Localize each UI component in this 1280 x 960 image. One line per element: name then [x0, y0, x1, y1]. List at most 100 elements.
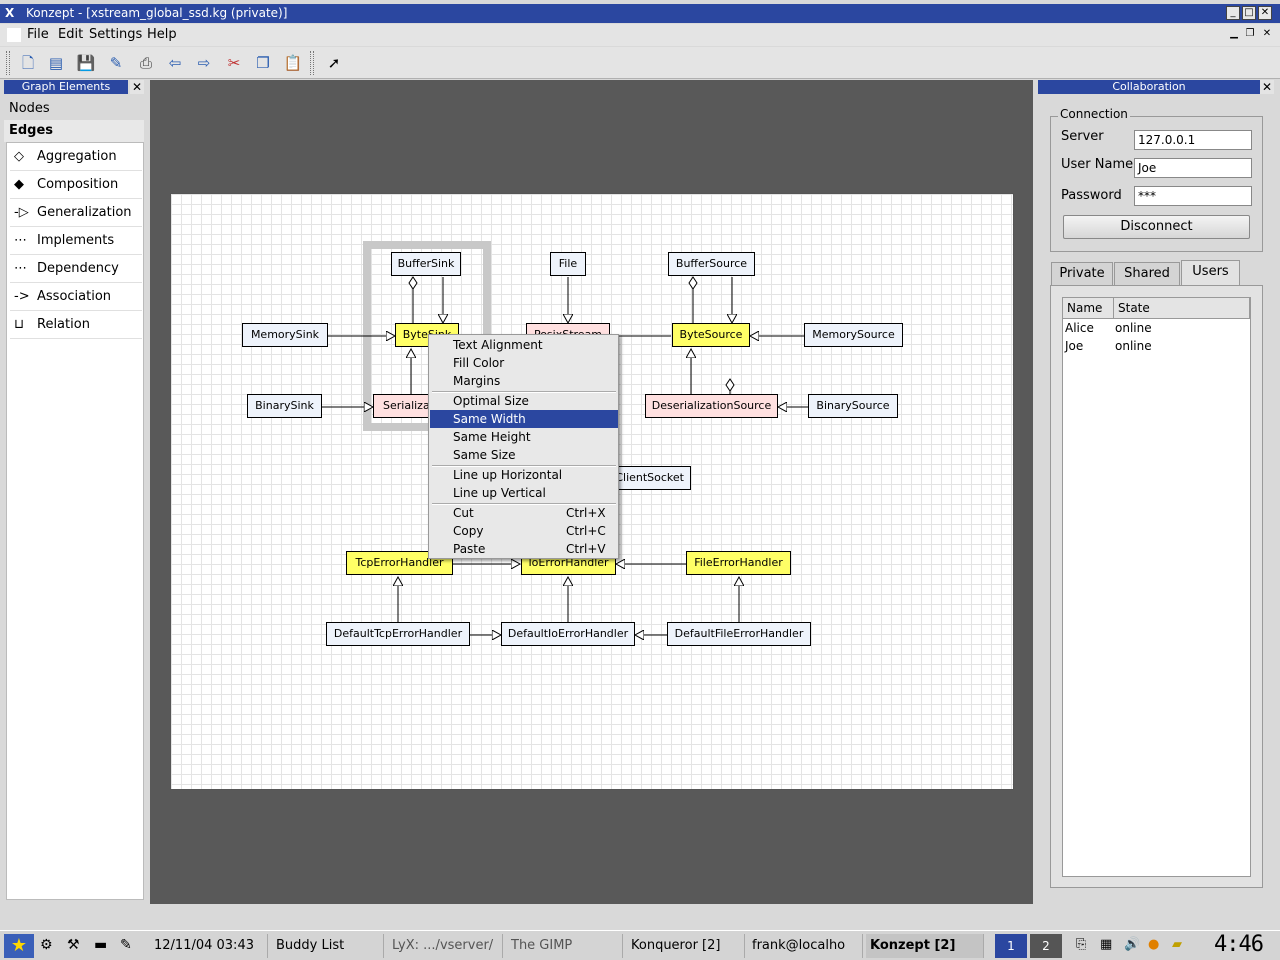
context-menu: Text Alignment Fill Color Margins Optima… — [428, 334, 619, 559]
menu-same-width[interactable]: Same Width — [430, 410, 618, 428]
menu-settings[interactable]: Settings — [89, 27, 143, 42]
node-defaulttcperrorhandler[interactable]: DefaultTcpErrorHandler — [326, 622, 470, 646]
battery-icon[interactable]: ▰ — [1172, 937, 1182, 952]
collaboration-panel: Collaboration ✕ — [1038, 80, 1274, 906]
task-item[interactable]: 12/11/04 03:43 — [150, 934, 268, 958]
edge-item-generalization[interactable]: -▷Generalization — [10, 199, 142, 227]
node-serialization[interactable]: Serializa — [373, 394, 433, 418]
window-titlebar[interactable]: X Konzept - [xstream_global_ssd.kg (priv… — [0, 4, 1280, 23]
node-buffersink[interactable]: BufferSink — [391, 252, 461, 276]
menu-margins[interactable]: Margins — [453, 374, 501, 388]
node-file[interactable]: File — [550, 252, 586, 276]
user-name-input[interactable]: Joe — [1134, 158, 1252, 178]
menu-fill-color[interactable]: Fill Color — [453, 356, 505, 370]
terminal-icon[interactable]: ▬ — [94, 937, 108, 953]
tab-edges[interactable]: Edges — [4, 120, 144, 142]
task-item[interactable]: LyX: .../vserver/ — [388, 934, 503, 958]
node-clientsocket[interactable]: ClientSocket — [611, 466, 691, 490]
column-header-name[interactable]: Name — [1063, 298, 1114, 319]
maximize-button[interactable]: □ — [1242, 6, 1256, 20]
paste-icon[interactable]: 📋 — [283, 54, 303, 72]
new-icon[interactable]: 🗋 — [21, 54, 35, 72]
save-icon[interactable]: 💾 — [76, 54, 96, 72]
tab-shared[interactable]: Shared — [1114, 262, 1180, 285]
mdi-close-icon[interactable]: ✕ — [1262, 28, 1272, 39]
toolbar-grip-2[interactable] — [310, 51, 314, 75]
menu-help[interactable]: Help — [147, 27, 177, 42]
node-binarysource[interactable]: BinarySource — [808, 394, 898, 418]
toolbar-grip[interactable] — [6, 51, 10, 75]
user-name-cell[interactable]: Alice — [1065, 321, 1094, 335]
users-table[interactable]: Name State Alice online Joe online — [1062, 297, 1251, 877]
node-bytesource[interactable]: ByteSource — [672, 323, 750, 347]
pointer-icon[interactable]: ➚ — [327, 54, 341, 72]
task-item[interactable]: Buddy List — [272, 934, 384, 958]
mdi-minimize-icon[interactable]: ▁ — [1230, 28, 1238, 39]
close-icon[interactable]: ✕ — [130, 80, 144, 94]
print-icon[interactable]: ⎙ — [139, 54, 152, 72]
clock[interactable]: 4:46 — [1214, 932, 1264, 957]
node-defaultioerrorhandler[interactable]: DefaultIoErrorHandler — [501, 622, 635, 646]
window-title: Konzept - [xstream_global_ssd.kg (privat… — [26, 6, 288, 20]
back-icon[interactable]: ⇦ — [168, 54, 182, 72]
forward-icon[interactable]: ⇨ — [197, 54, 211, 72]
tab-nodes[interactable]: Nodes — [4, 98, 144, 120]
node-memorysource[interactable]: MemorySource — [804, 323, 903, 347]
menu-same-height[interactable]: Same Height — [453, 430, 531, 444]
node-defaultfileerrorhandler[interactable]: DefaultFileErrorHandler — [667, 622, 811, 646]
node-memorysink[interactable]: MemorySink — [242, 323, 328, 347]
menu-line-up-horizontal[interactable]: Line up Horizontal — [453, 468, 563, 482]
task-item[interactable]: frank@localho — [748, 934, 863, 958]
desktop-1-button[interactable]: 1 — [995, 934, 1027, 958]
edge-item-relation[interactable]: ⊔Relation — [10, 311, 142, 339]
desktop-2-button[interactable]: 2 — [1030, 934, 1062, 958]
calendar-icon[interactable]: ▦ — [1100, 937, 1113, 952]
close-icon[interactable]: ✕ — [1260, 80, 1274, 94]
open-icon[interactable]: ▤ — [48, 54, 64, 72]
menu-edit[interactable]: Edit — [58, 27, 84, 42]
close-button[interactable]: ✕ — [1258, 6, 1272, 20]
menu-file[interactable]: File — [27, 27, 49, 42]
edge-item-aggregation[interactable]: ◇Aggregation — [10, 143, 142, 171]
app-menu-icon[interactable] — [7, 28, 21, 42]
klipper-icon[interactable]: ⎘ — [1076, 937, 1087, 952]
edge-item-implements[interactable]: ⋯▷Implements — [10, 227, 142, 276]
minimize-button[interactable]: _ — [1226, 6, 1240, 20]
edge-item-composition[interactable]: ◆Composition — [10, 171, 142, 199]
user-name-cell[interactable]: Joe — [1065, 339, 1084, 353]
node-buffersource[interactable]: BufferSource — [668, 252, 755, 276]
server-input[interactable]: 127.0.0.1 — [1134, 130, 1252, 150]
node-deserializationsource[interactable]: DeserializationSource — [645, 394, 778, 418]
tab-private[interactable]: Private — [1051, 262, 1113, 285]
task-item-active[interactable]: Konzept [2] — [866, 934, 984, 958]
node-fileerrorhandler[interactable]: FileErrorHandler — [686, 551, 791, 575]
connection-group — [1050, 116, 1263, 252]
cut-icon[interactable]: ✂ — [227, 54, 241, 72]
volume-icon[interactable]: 🔊 — [1124, 937, 1141, 952]
task-item[interactable]: The GIMP — [507, 934, 623, 958]
desktop-icon[interactable]: ⚙ — [40, 937, 53, 953]
mdi-restore-icon[interactable]: ❐ — [1245, 28, 1255, 39]
menu-text-alignment[interactable]: Text Alignment — [453, 338, 543, 352]
tab-users[interactable]: Users — [1181, 260, 1240, 286]
update-icon[interactable]: ● — [1148, 937, 1160, 952]
edge-item-association[interactable]: ->Association — [10, 283, 142, 311]
column-header-state[interactable]: State — [1114, 298, 1250, 319]
task-item[interactable]: Konqueror [2] — [627, 934, 745, 958]
edge-item-dependency[interactable]: ⋯>Dependency — [10, 255, 142, 304]
menu-same-size[interactable]: Same Size — [453, 448, 516, 462]
edit-icon[interactable]: ✎ — [109, 54, 123, 72]
node-binarysink[interactable]: BinarySink — [247, 394, 322, 418]
editor-icon[interactable]: ✎ — [120, 937, 132, 953]
menu-optimal-size[interactable]: Optimal Size — [453, 394, 529, 408]
disconnect-button[interactable]: Disconnect — [1063, 215, 1250, 239]
menu-copy-label: Copy — [453, 524, 484, 538]
menu-line-up-vertical[interactable]: Line up Vertical — [453, 486, 546, 500]
password-input[interactable]: *** — [1134, 186, 1252, 206]
start-menu-icon[interactable]: ★ — [4, 934, 34, 958]
copy-icon[interactable]: ❐ — [256, 54, 270, 72]
konqueror-icon[interactable]: ⚒ — [67, 937, 80, 953]
